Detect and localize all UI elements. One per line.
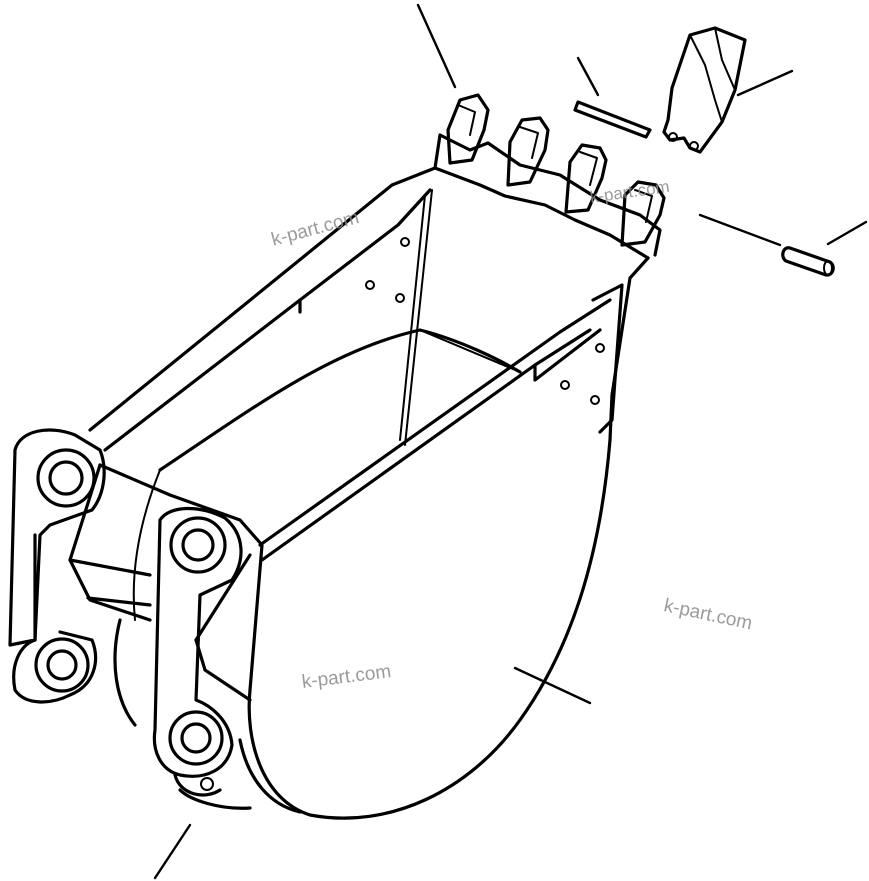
retainer-bar-icon — [573, 100, 652, 139]
lock-pin-icon — [781, 246, 835, 277]
bucket-body-icon — [8, 133, 662, 820]
tooth-adapter-icon — [446, 93, 666, 247]
tooth-point-icon — [662, 26, 747, 154]
leader-lines — [153, 3, 868, 880]
